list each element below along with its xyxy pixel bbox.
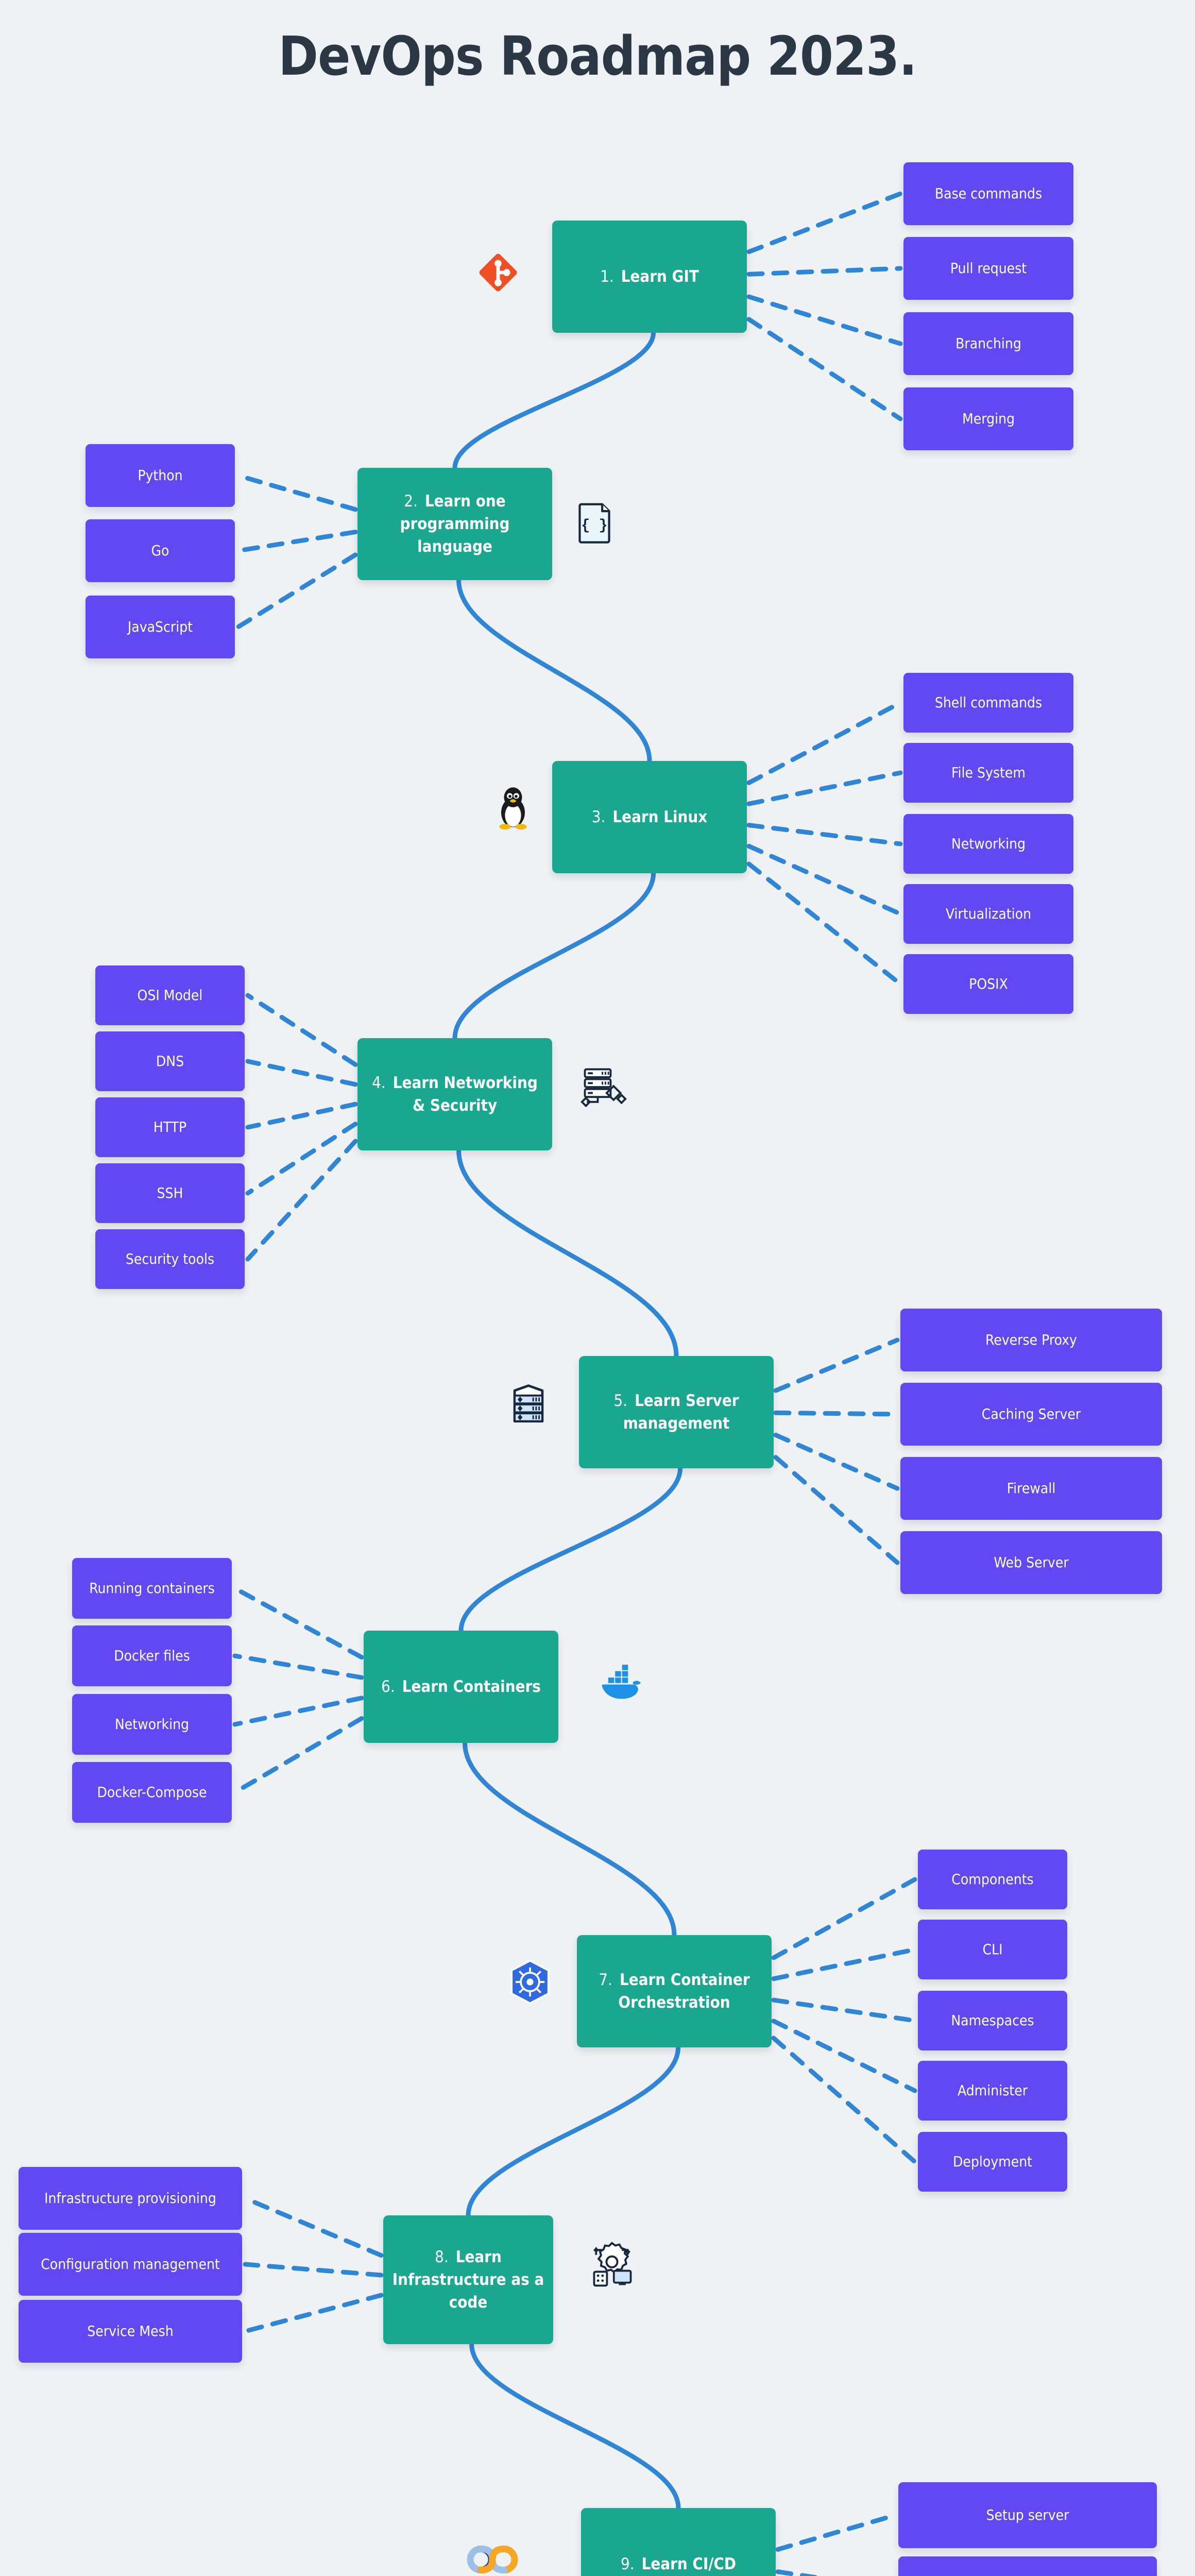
step-3-topic-4[interactable]: Virtualization [903, 884, 1073, 944]
step-7-topic-2[interactable]: CLI [918, 1920, 1067, 1979]
step-label: Learn Server management [623, 1391, 739, 1433]
step-6-topic-3[interactable]: Networking [72, 1694, 232, 1755]
cicd-infinity-icon [464, 2531, 521, 2576]
network-server-icon [579, 1062, 628, 1112]
step-2-topic-1[interactable]: Python [86, 444, 235, 507]
step-5-topic-4[interactable]: Web Server [900, 1531, 1162, 1594]
roadmap-step-8[interactable]: 8.Learn Infrastructure as a code [383, 2215, 553, 2344]
step-5-topic-2[interactable]: Caching Server [900, 1383, 1162, 1446]
step-4-topic-4[interactable]: SSH [95, 1163, 245, 1223]
page-title: DevOps Roadmap 2023. [278, 25, 917, 88]
step-3-topic-2[interactable]: File System [903, 743, 1073, 803]
step-6-topic-4[interactable]: Docker-Compose [72, 1762, 232, 1823]
step-number: 8. [435, 2247, 449, 2266]
step-4-topic-3[interactable]: HTTP [95, 1097, 245, 1157]
step-6-topic-1[interactable]: Running containers [72, 1558, 232, 1619]
step-label: Learn CI/CD [641, 2554, 737, 2573]
step-3-topic-3[interactable]: Networking [903, 814, 1073, 874]
git-icon [473, 247, 523, 298]
roadmap-step-7[interactable]: 7. Learn Container Orchestration [577, 1935, 772, 2047]
step-number: 6. [381, 1677, 395, 1696]
step-7-topic-5[interactable]: Deployment [918, 2132, 1067, 2192]
step-4-topic-1[interactable]: OSI Model [95, 965, 245, 1025]
step-1-topic-4[interactable]: Merging [903, 387, 1073, 450]
roadmap-step-5[interactable]: 5.Learn Server management [579, 1356, 774, 1468]
step-3-topic-5[interactable]: POSIX [903, 954, 1073, 1014]
roadmap-step-3[interactable]: 3. Learn Linux [552, 761, 747, 873]
step-5-topic-3[interactable]: Firewall [900, 1457, 1162, 1520]
step-number: 2. [404, 492, 418, 511]
step-8-topic-1[interactable]: Infrastructure provisioning [19, 2167, 242, 2230]
step-7-topic-4[interactable]: Administer [918, 2061, 1067, 2121]
step-1-topic-2[interactable]: Pull request [903, 237, 1073, 300]
step-number: 7. [599, 1970, 613, 1989]
roadmap-step-1[interactable]: 1. Learn GIT [552, 221, 747, 333]
step-4-topic-5[interactable]: Security tools [95, 1229, 245, 1289]
step-label: Learn Containers [402, 1677, 541, 1696]
step-8-topic-2[interactable]: Configuration management [19, 2233, 242, 2296]
step-number: 3. [591, 807, 606, 826]
step-number: 1. [600, 267, 614, 286]
step-number: 5. [613, 1391, 628, 1410]
kubernetes-helm-icon [506, 1958, 554, 2006]
step-label: Learn Linux [612, 807, 708, 826]
step-8-topic-3[interactable]: Service Mesh [19, 2300, 242, 2363]
linux-penguin-icon [489, 783, 537, 831]
svg-text:{ }: { } [581, 517, 607, 534]
server-rack-icon [504, 1380, 553, 1429]
step-number: 4. [372, 1073, 386, 1092]
step-number: 9. [620, 2554, 635, 2573]
step-2-topic-2[interactable]: Go [86, 519, 235, 582]
step-label: Learn Infrastructure as a code [392, 2247, 544, 2312]
roadmap-step-9[interactable]: 9. Learn CI/CD [581, 2508, 776, 2576]
step-9-topic-1[interactable]: Setup server [898, 2482, 1157, 2548]
docker-whale-icon [593, 1655, 643, 1704]
infrastructure-gear-icon [587, 2240, 637, 2290]
step-7-topic-3[interactable]: Namespaces [918, 1991, 1067, 2050]
step-9-topic-2[interactable]: Integration [898, 2556, 1157, 2576]
step-label: Learn Container Orchestration [618, 1970, 750, 2012]
step-7-topic-1[interactable]: Components [918, 1850, 1067, 1909]
step-4-topic-2[interactable]: DNS [95, 1031, 245, 1091]
step-label: Learn Networking & Security [392, 1073, 538, 1115]
step-2-topic-3[interactable]: JavaScript [86, 596, 235, 658]
roadmap-step-6[interactable]: 6. Learn Containers [364, 1631, 558, 1743]
step-label: Learn one programming language [400, 492, 510, 556]
step-1-topic-1[interactable]: Base commands [903, 162, 1073, 225]
step-label: Learn GIT [621, 267, 699, 286]
step-3-topic-1[interactable]: Shell commands [903, 673, 1073, 733]
step-1-topic-3[interactable]: Branching [903, 312, 1073, 375]
roadmap-step-4[interactable]: 4. Learn Networking & Security [357, 1038, 552, 1150]
code-file-icon: { } [573, 501, 616, 544]
roadmap-step-2[interactable]: 2.Learn one programming language [357, 468, 552, 580]
step-5-topic-1[interactable]: Reverse Proxy [900, 1309, 1162, 1371]
step-6-topic-2[interactable]: Docker files [72, 1625, 232, 1686]
